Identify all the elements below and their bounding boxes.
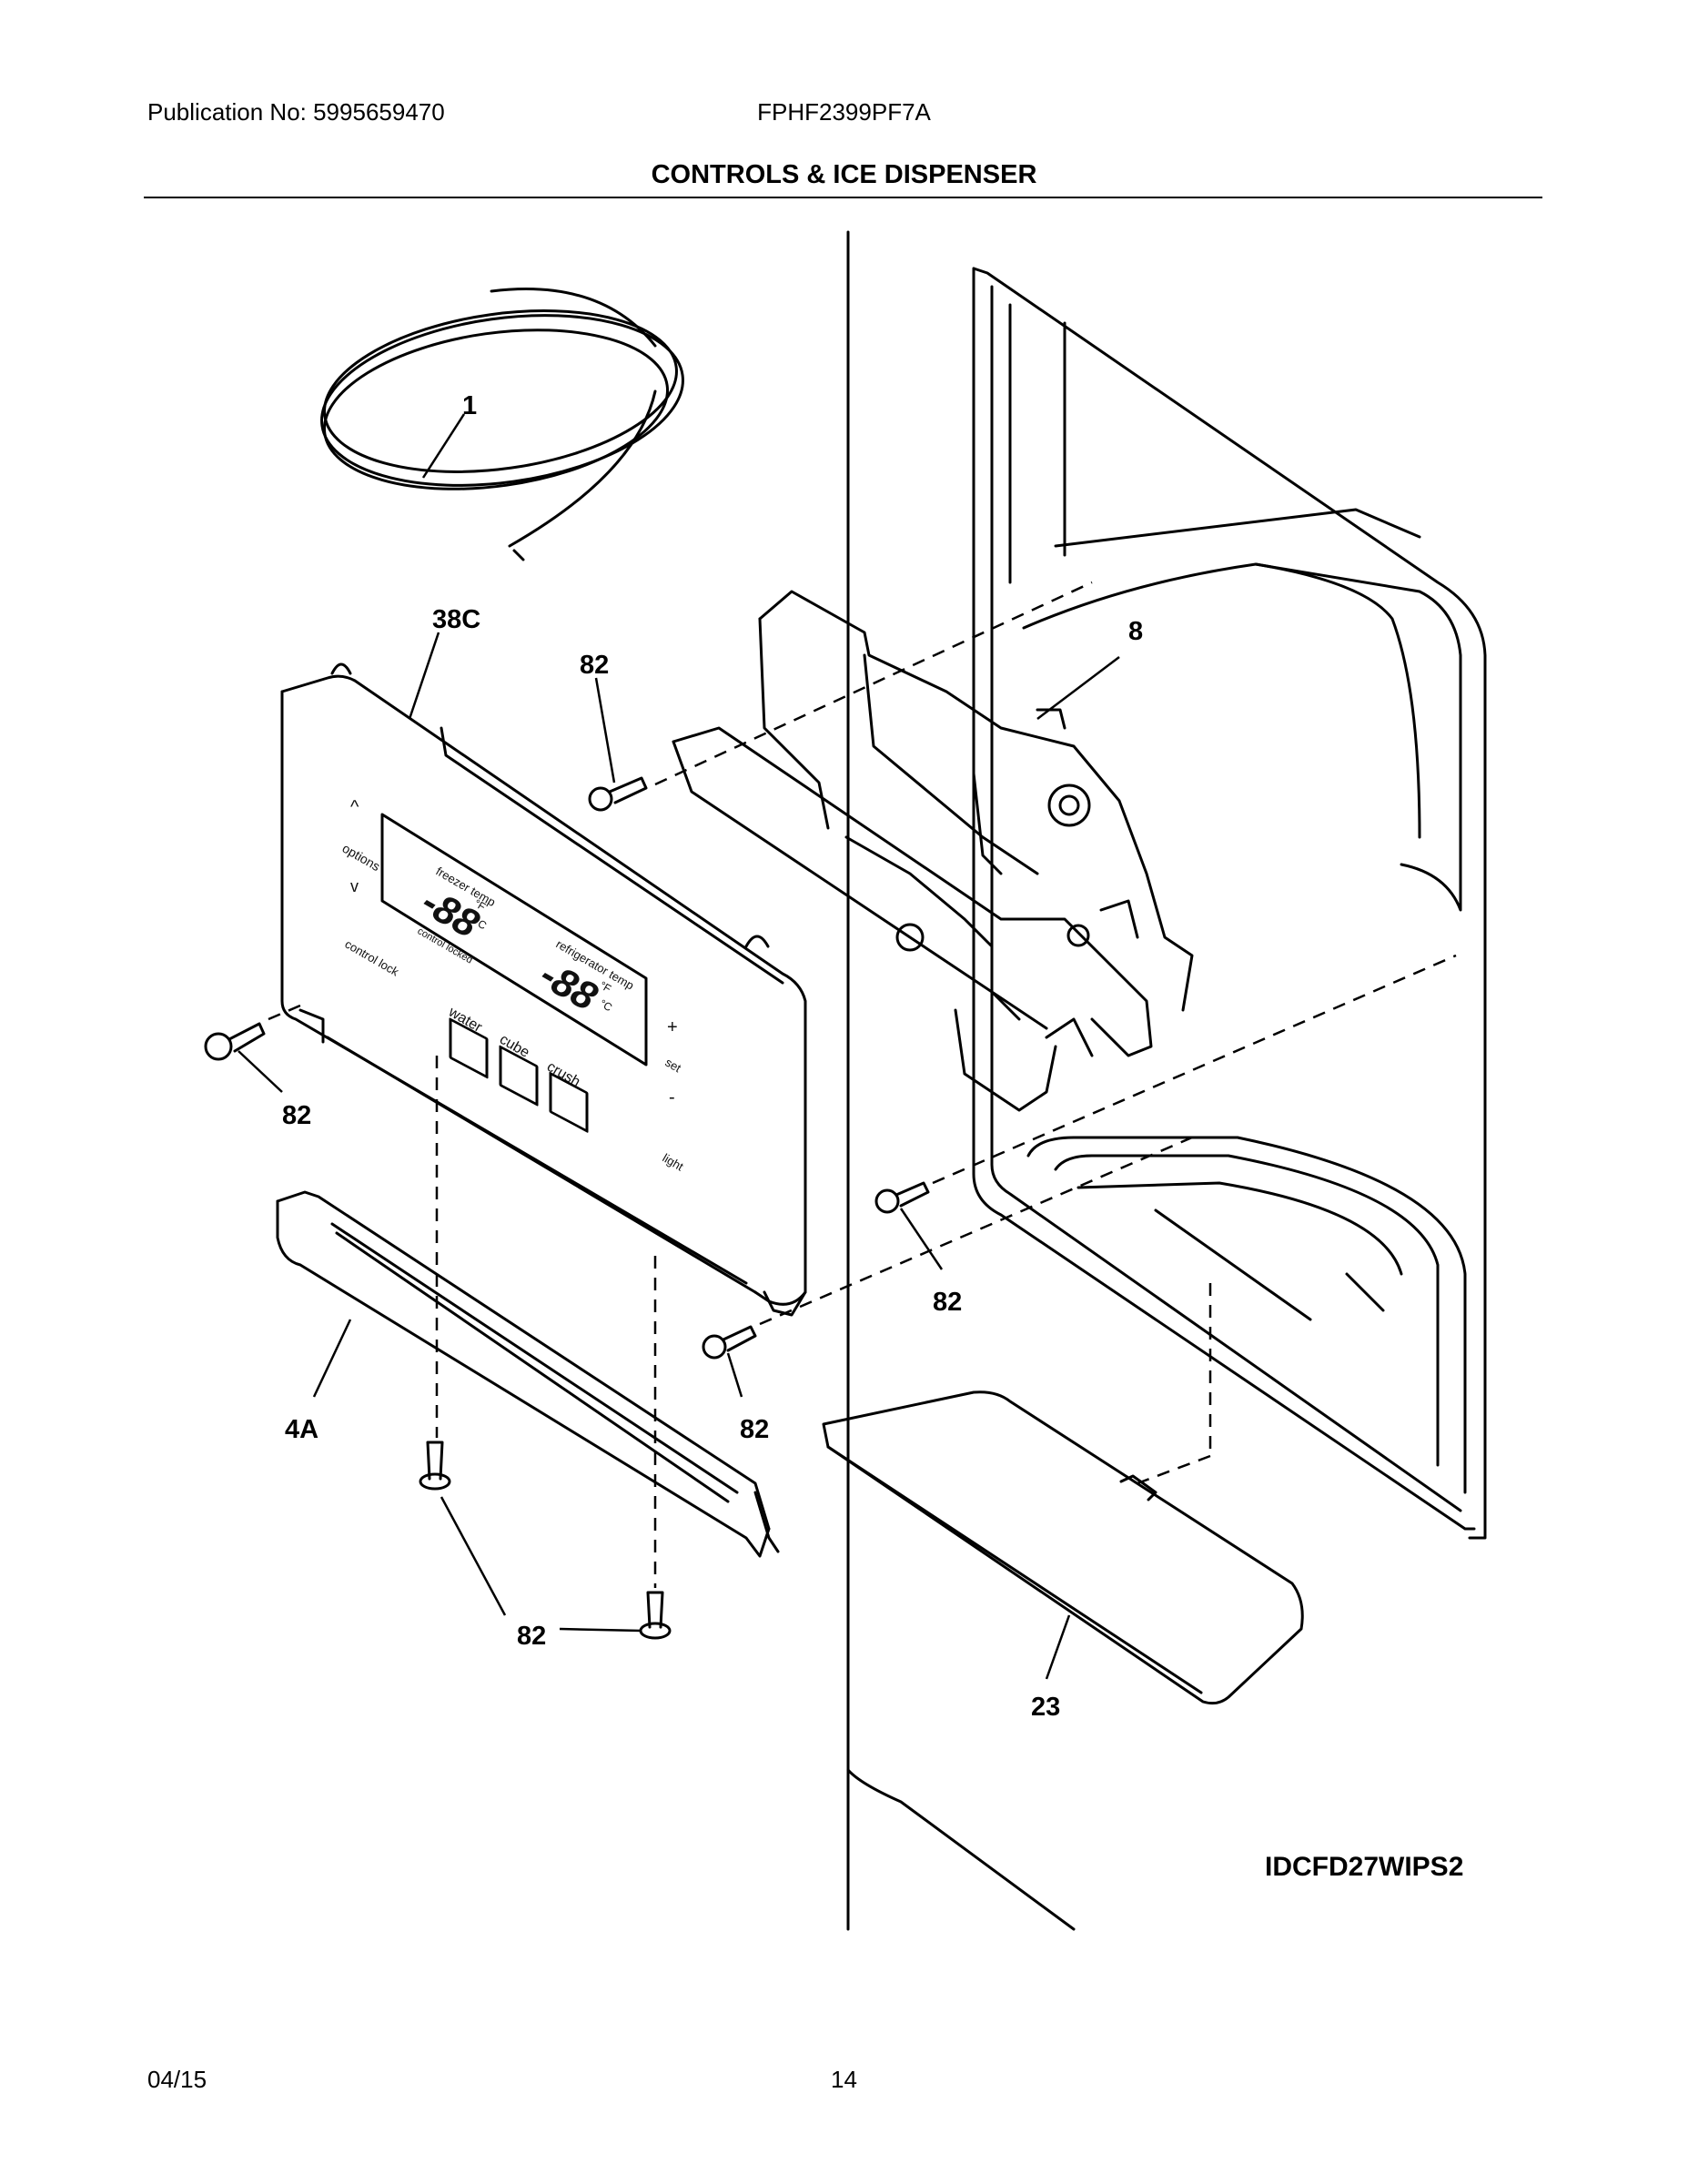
panel-markings: ^ options v control lock freezer temp -8… xyxy=(340,797,686,1174)
control-lock-label: control lock xyxy=(343,937,402,979)
down-arrow-label: v xyxy=(350,877,359,895)
dispenser-recess xyxy=(1026,1136,1467,1494)
leader-lines xyxy=(238,413,1120,1680)
dispenser-trim xyxy=(276,1190,780,1558)
callout-trim: 4A xyxy=(285,1415,318,1444)
screw-82-e xyxy=(419,1441,451,1491)
screw-82-b xyxy=(204,1022,266,1061)
callout-screw-e: 82 xyxy=(517,1622,546,1651)
callout-control-panel: 38C xyxy=(432,605,480,634)
tubing-coil xyxy=(320,288,684,561)
header-rule xyxy=(144,197,1542,198)
screw-82-a xyxy=(588,776,648,812)
callout-screw-b: 82 xyxy=(282,1101,311,1130)
plus-label: + xyxy=(667,1017,678,1037)
door-outline xyxy=(846,230,1487,1931)
diagram-id: IDCFD27WIPS2 xyxy=(1265,1852,1464,1882)
callout-tubing: 1 xyxy=(462,391,477,420)
callout-screw-d: 82 xyxy=(740,1415,769,1444)
screw-82-c xyxy=(874,1181,930,1214)
control-panel xyxy=(280,662,807,1317)
cube-label: cube xyxy=(497,1032,532,1061)
model-number: FPHF2399PF7A xyxy=(757,98,931,126)
refrigerator-unit-c: °C xyxy=(598,996,615,1014)
set-label: set xyxy=(663,1056,684,1076)
callout-screw-c: 82 xyxy=(933,1288,962,1317)
section-title: CONTROLS & ICE DISPENSER xyxy=(651,160,1037,189)
callout-drip-tray: 23 xyxy=(1031,1693,1060,1722)
screw-82-f xyxy=(639,1591,672,1640)
alignment-lines xyxy=(268,581,1457,1588)
callout-screw-a: 82 xyxy=(580,651,609,680)
up-arrow-label: ^ xyxy=(350,797,359,817)
page-number: 14 xyxy=(831,2066,857,2093)
light-label: light xyxy=(661,1151,686,1174)
freezer-unit-c: °C xyxy=(472,915,490,932)
publication-date: 04/15 xyxy=(147,2066,207,2093)
options-label: options xyxy=(340,841,383,874)
screw-82-d xyxy=(702,1325,757,1360)
drip-tray xyxy=(822,1390,1304,1705)
freezer-unit-f: °F xyxy=(472,896,489,913)
callout-dispenser-assembly: 8 xyxy=(1128,617,1143,646)
minus-label: - xyxy=(669,1087,675,1107)
callout-labels: 1 38C 82 8 82 82 82 4A 82 23 xyxy=(282,391,1143,1722)
refrigerator-unit-f: °F xyxy=(598,978,614,995)
dispenser-assembly xyxy=(672,590,1194,1112)
publication-number: Publication No: 5995659470 xyxy=(147,98,445,126)
